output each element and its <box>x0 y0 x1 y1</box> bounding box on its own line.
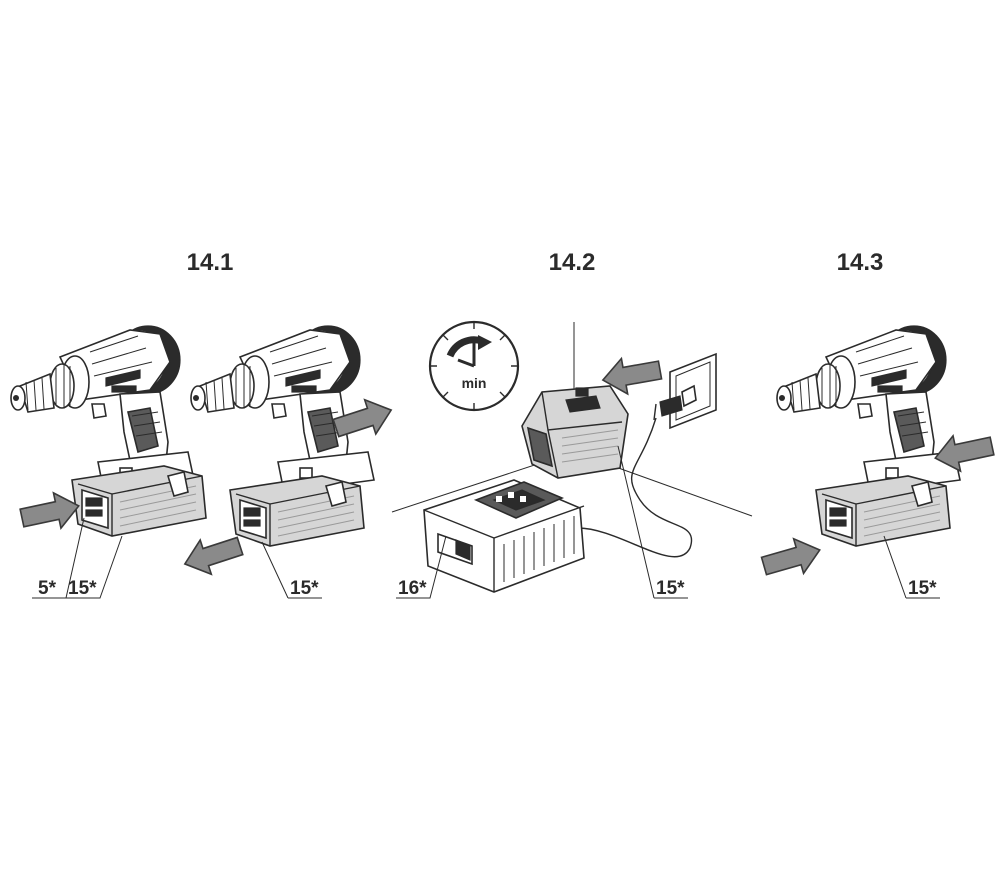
figure-14-1: 14.1 5* 15* 15* <box>10 249 398 599</box>
callout-15: 15* <box>656 578 685 599</box>
callout-15: 15* <box>290 578 319 599</box>
battery-pack <box>521 385 629 479</box>
clock-icon: min <box>428 320 520 412</box>
figure-14-2: 14.2 min <box>391 249 753 599</box>
figure-title: 14.3 <box>837 249 884 276</box>
figure-title: 14.1 <box>187 249 234 276</box>
callout-leader <box>261 541 322 599</box>
callout-leader <box>617 445 688 599</box>
callout-leader <box>396 535 447 599</box>
battery-charger <box>423 479 585 593</box>
drill-with-battery-remove <box>190 325 375 547</box>
callout-15: 15* <box>68 578 97 599</box>
figure-14-3: 14.3 15* <box>758 249 997 599</box>
insert-direction-arrow <box>17 487 84 537</box>
drill-with-battery-installed <box>776 325 961 547</box>
callout-5: 5* <box>38 578 57 599</box>
wall-socket <box>653 352 717 430</box>
figure-title: 14.2 <box>549 249 596 276</box>
clock-label: min <box>462 375 487 391</box>
callout-16: 16* <box>398 578 427 599</box>
callout-leader <box>883 535 940 599</box>
callout-15: 15* <box>908 578 937 599</box>
insert-direction-arrow <box>758 531 826 585</box>
callout-leader <box>66 535 123 599</box>
power-cable <box>577 417 693 558</box>
remove-direction-arrow <box>178 528 247 582</box>
